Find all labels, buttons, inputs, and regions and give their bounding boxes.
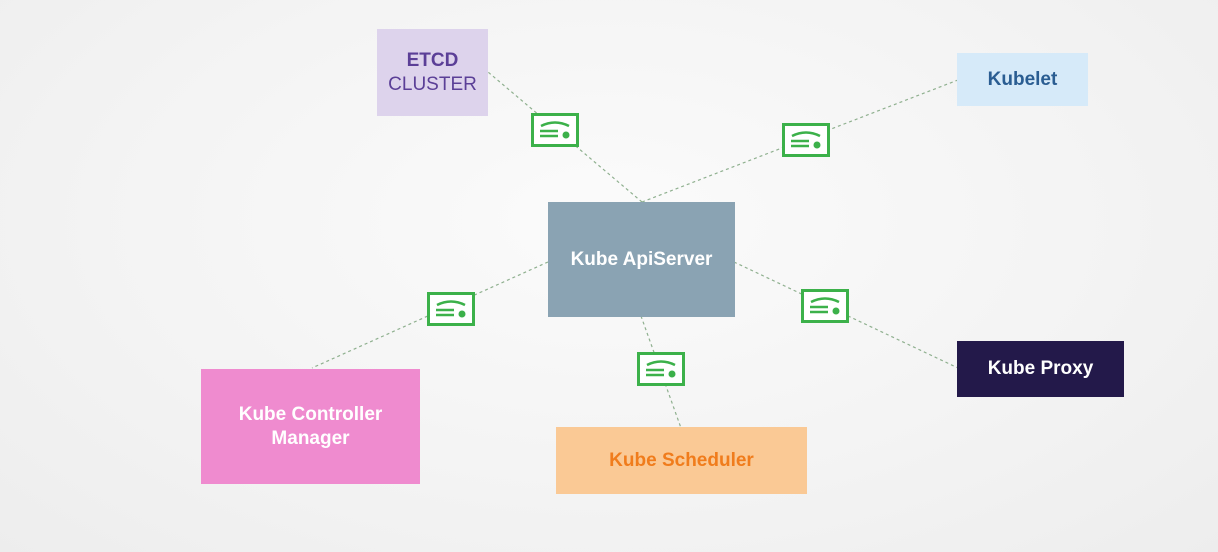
- connector-apiserver-scheduler: [640, 315, 682, 429]
- kube-controller-manager-node: Kube Controller Manager: [201, 369, 420, 484]
- etcd-cluster-node: ETCD CLUSTER: [377, 29, 488, 116]
- certificate-icon: [531, 113, 579, 147]
- connector-apiserver-controller: [311, 261, 549, 369]
- certificate-icon: [782, 123, 830, 157]
- kube-proxy-node: Kube Proxy: [957, 341, 1124, 397]
- kube-apiserver-node: Kube ApiServer: [548, 202, 735, 317]
- certificate-icon: [427, 292, 475, 326]
- kubelet-node: Kubelet: [957, 53, 1088, 106]
- etcd-title: ETCD: [406, 49, 459, 71]
- etcd-subtitle: CLUSTER: [388, 73, 477, 95]
- connector-apiserver-proxy: [733, 261, 959, 369]
- controller-title: Kube Controller Manager: [238, 403, 383, 449]
- kube-scheduler-node: Kube Scheduler: [556, 427, 807, 494]
- certificate-icon: [801, 289, 849, 323]
- scheduler-title: Kube Scheduler: [609, 449, 754, 471]
- kubelet-title: Kubelet: [987, 68, 1058, 90]
- apiserver-title: Kube ApiServer: [570, 248, 713, 270]
- certificate-icon: [637, 352, 685, 386]
- proxy-title: Kube Proxy: [987, 358, 1094, 379]
